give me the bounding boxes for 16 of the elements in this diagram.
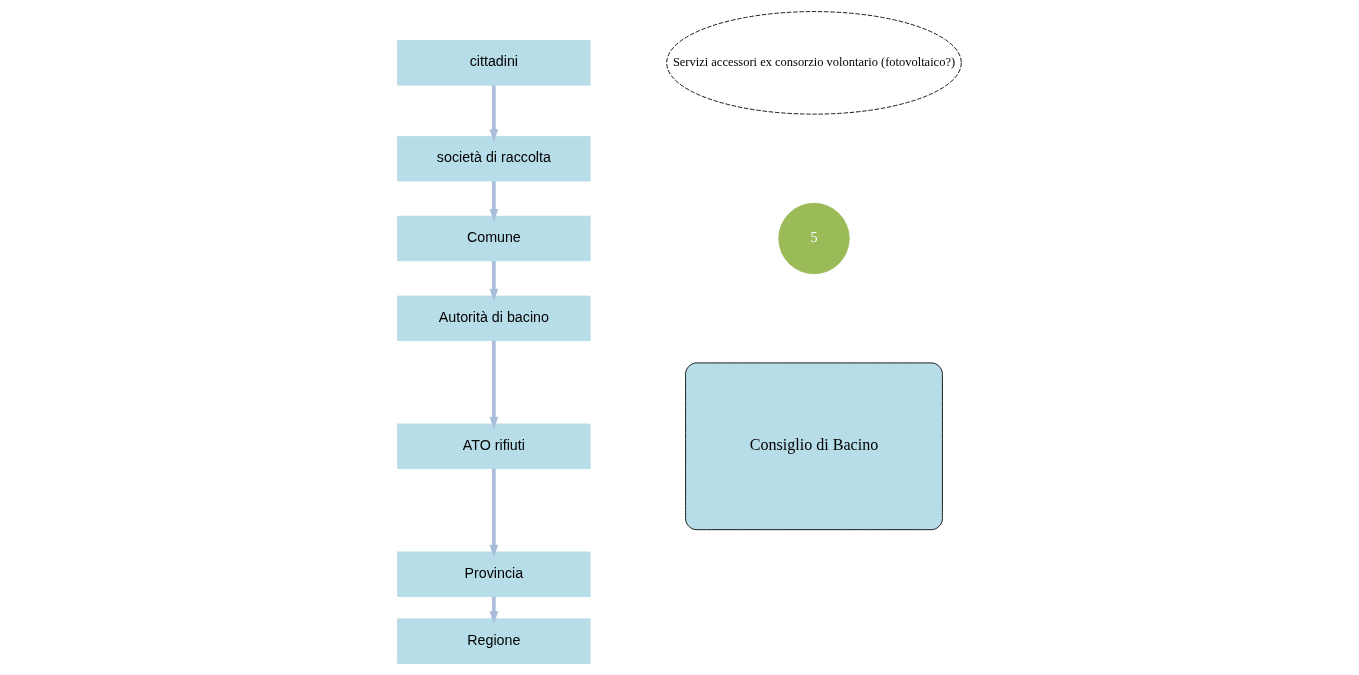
arrow <box>489 181 499 222</box>
arrow <box>489 596 499 624</box>
node-box: Regione <box>397 618 591 664</box>
node-box: cittadini <box>397 40 591 86</box>
node-box: Provincia <box>397 551 591 597</box>
node-circle: 5 <box>778 202 850 275</box>
node-box: Consiglio di Bacino <box>685 362 943 531</box>
arrow <box>489 468 499 558</box>
node-box: Autorità di bacino <box>397 295 591 342</box>
arrow <box>489 261 499 302</box>
node-ellipse: Servizi accessori ex consorzio volontario (fotovoltaico?) <box>666 11 962 115</box>
arrow <box>489 340 499 430</box>
node-box: ATO rifiuti <box>397 423 591 470</box>
arrow <box>489 85 499 142</box>
node-box: società di raccolta <box>397 135 591 182</box>
node-box: Comune <box>397 215 591 262</box>
